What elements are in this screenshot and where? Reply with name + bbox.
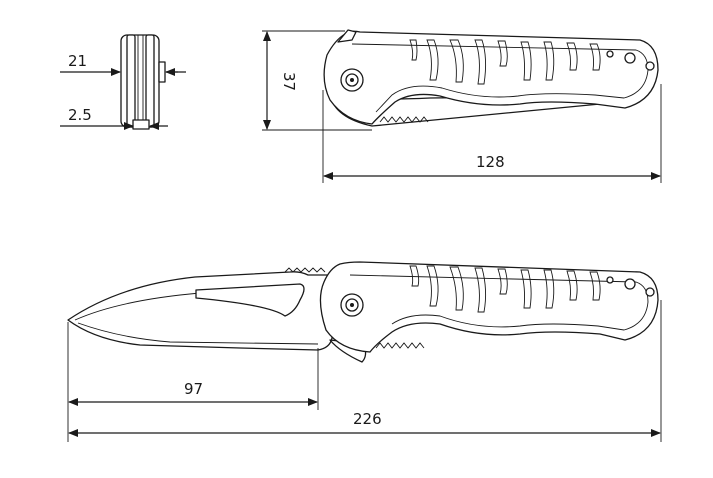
dimension-closed-height: 37 <box>262 30 372 131</box>
lanyard-hole-closed <box>624 52 636 64</box>
label-overall-length: 226 <box>353 410 382 428</box>
end-view <box>120 34 166 130</box>
pivot-screw-open <box>340 293 364 317</box>
closed-knife-view <box>323 29 659 127</box>
dimension-handle-thickness: 21 <box>60 52 186 76</box>
lanyard-hole-open <box>624 278 636 290</box>
label-blade-length: 97 <box>184 380 203 398</box>
back-screw-closed <box>645 61 655 71</box>
label-closed-height: 37 <box>280 72 298 91</box>
dimension-blade-thickness: 2.5 <box>60 106 168 130</box>
dimension-closed-length: 128 <box>322 84 662 183</box>
handle-open <box>319 261 659 353</box>
label-handle-thickness: 21 <box>68 52 87 70</box>
dimension-overall-length: 226 <box>68 300 662 442</box>
handle-grooves-open <box>409 265 601 313</box>
pivot-screw-closed <box>340 68 364 92</box>
dimension-blade-length: 97 <box>67 322 319 442</box>
label-blade-thickness: 2.5 <box>68 106 92 124</box>
handle-closed <box>323 30 659 125</box>
back-screw-open <box>645 287 655 297</box>
open-knife-view <box>67 261 659 363</box>
blade-slot <box>195 283 305 317</box>
label-closed-length: 128 <box>476 153 505 171</box>
handle-grooves-closed <box>409 39 601 85</box>
